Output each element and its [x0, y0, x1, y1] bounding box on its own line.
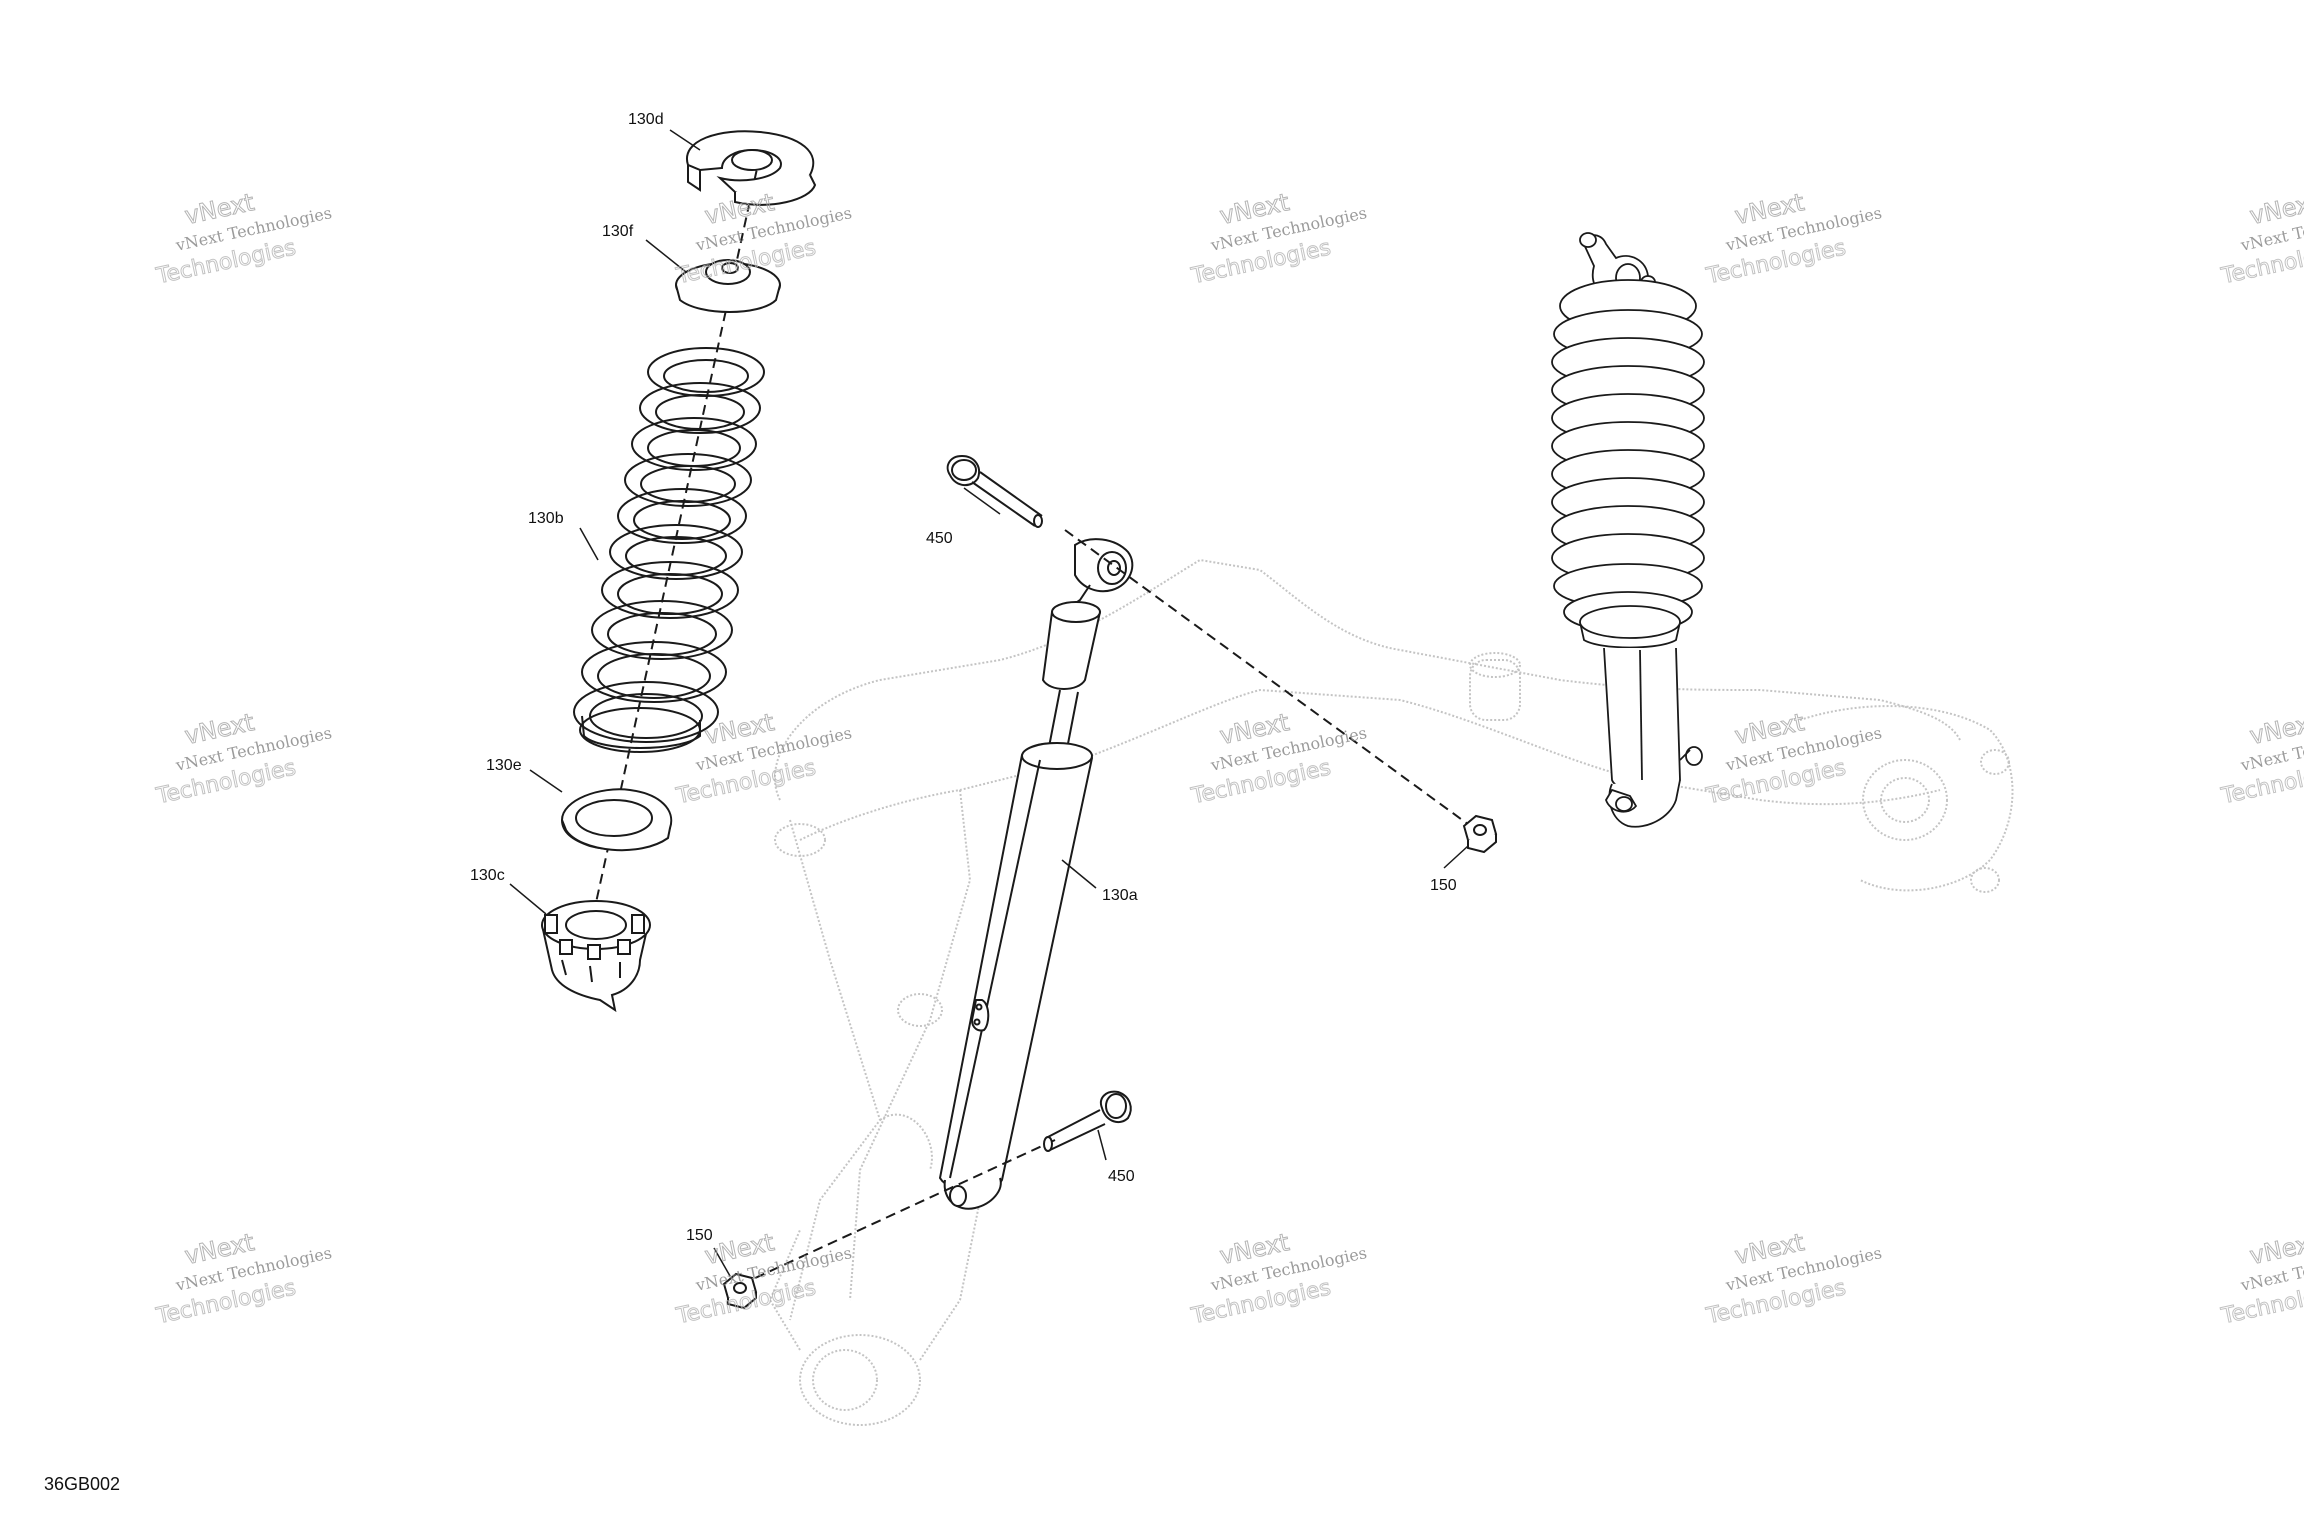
bottom-bolt-leader	[739, 1139, 1056, 1286]
frame-ghost	[768, 558, 2014, 1426]
shock-absorber-130a	[938, 538, 1134, 1210]
assembled-shock	[1551, 232, 1705, 828]
callout-450-top: 450	[926, 530, 953, 547]
callout-450-bottom: 450	[1108, 1168, 1135, 1185]
bolt-450-top	[946, 454, 1043, 528]
callout-130f: 130f	[602, 223, 634, 240]
bolt-450-bottom	[1043, 1090, 1132, 1152]
callout-leaders	[509, 129, 1469, 1277]
retaining-ring-130e	[560, 788, 673, 852]
callout-150-right: 150	[1430, 877, 1457, 894]
callout-labels: 130d 130f 130b 130e 130c 450 130a 150 45…	[470, 111, 1457, 1244]
spring-upper-cap-130d	[685, 130, 817, 206]
adjusting-collar-130c	[541, 900, 651, 1013]
callout-150-bottom: 150	[686, 1227, 713, 1244]
callout-130e: 130e	[486, 757, 522, 774]
spring-seat-washer-130f	[675, 259, 781, 313]
callout-130b: 130b	[528, 510, 564, 527]
coil-spring-130b	[573, 347, 765, 753]
callout-130c: 130c	[470, 867, 505, 884]
figure-code: 36GB002	[44, 1474, 120, 1494]
nut-150-right	[1462, 814, 1498, 854]
callout-130a: 130a	[1102, 887, 1138, 904]
top-bolt-leader	[1064, 529, 1477, 831]
callout-130d: 130d	[628, 111, 664, 128]
nut-150-bottom	[722, 1272, 758, 1310]
